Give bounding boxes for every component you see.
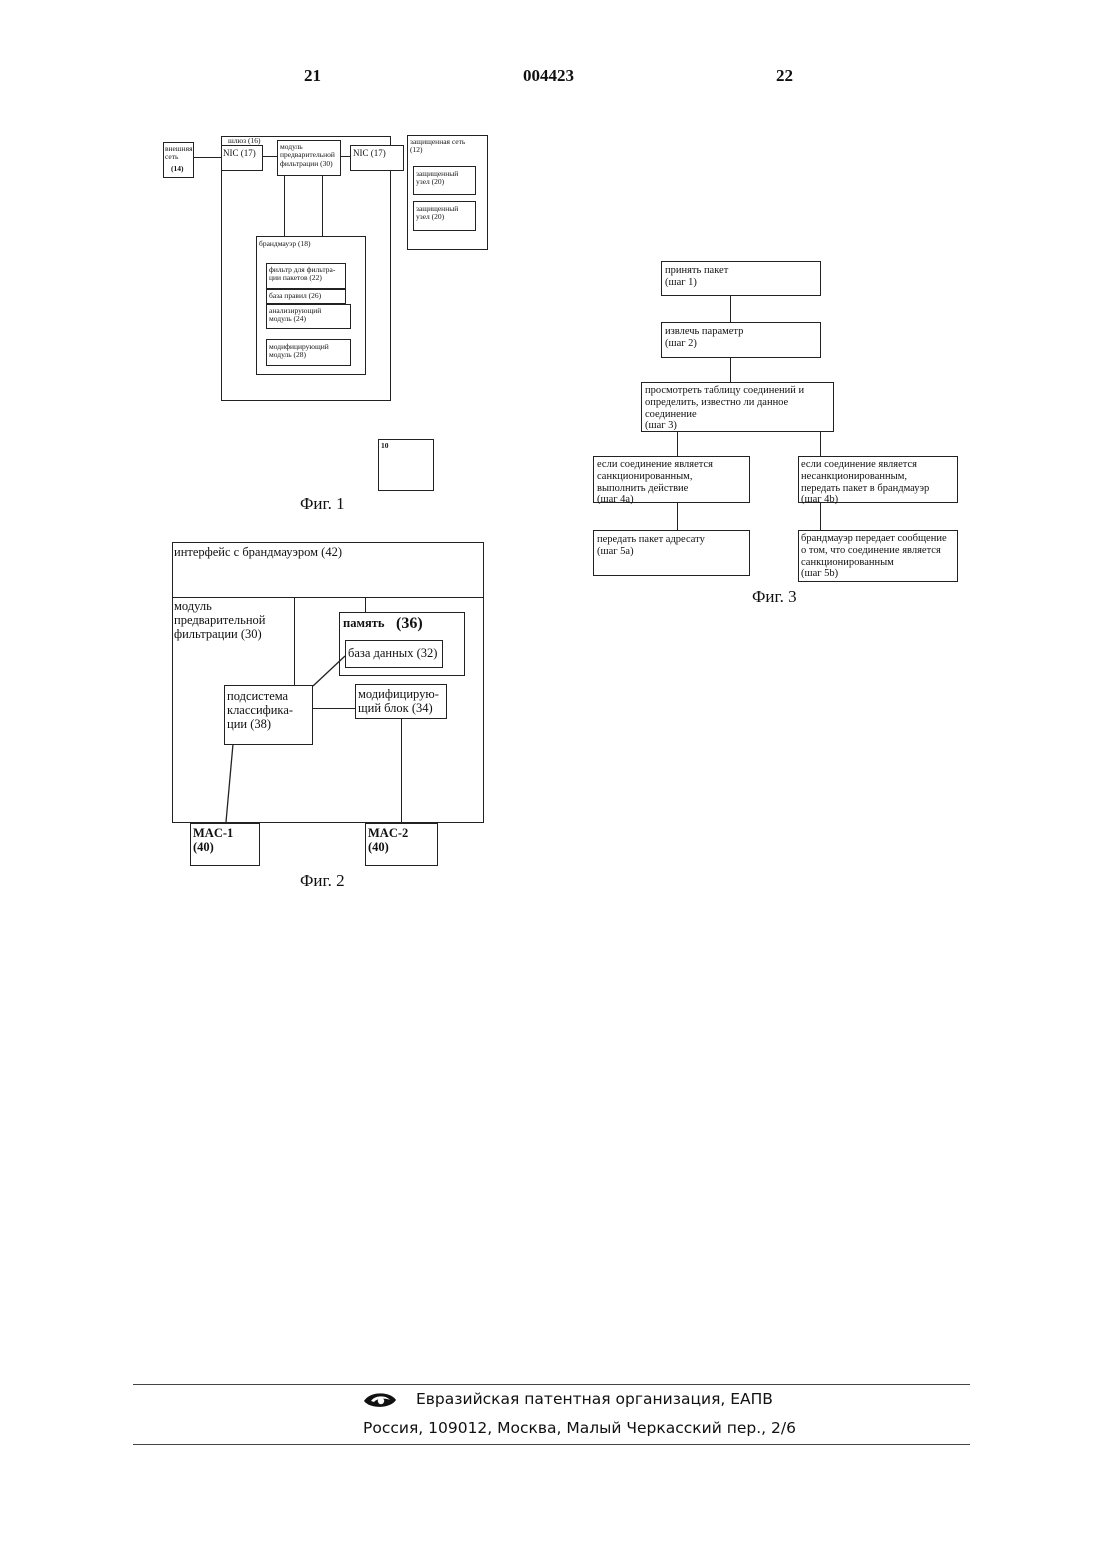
step-5a-box: передать пакет адресату (шаг 5а)	[593, 530, 750, 576]
step-3-box: просмотреть таблицу соединений и определ…	[641, 382, 834, 432]
eapo-logo-icon	[362, 1389, 398, 1416]
figure-2-connectors	[0, 0, 1100, 900]
step-2-label: извлечь параметр (шаг 2)	[665, 326, 743, 350]
step-4b-box: если соединение является несанкционирова…	[798, 456, 958, 503]
step-5b-label: брандмауэр передает сообщение о том, что…	[801, 533, 947, 580]
mac-1-box: MAC-1 (40)	[190, 823, 260, 866]
step-5b-box: брандмауэр передает сообщение о том, что…	[798, 530, 958, 582]
step-3-label: просмотреть таблицу соединений и определ…	[645, 385, 804, 432]
step-4b-label: если соединение является несанкционирова…	[801, 459, 929, 506]
connector	[820, 503, 821, 531]
modifier-block-label: модифицирую- щий блок (34)	[358, 687, 439, 715]
connector	[401, 719, 402, 823]
step-1-label: принять пакет (шаг 1)	[665, 265, 728, 289]
connector	[730, 358, 731, 383]
step-5a-label: передать пакет адресату (шаг 5а)	[597, 534, 705, 558]
step-2-box: извлечь параметр (шаг 2)	[661, 322, 821, 358]
modifier-block-box: модифицирую- щий блок (34)	[355, 684, 447, 719]
mac-2-box: MAC-2 (40)	[365, 823, 438, 866]
step-1-box: принять пакет (шаг 1)	[661, 261, 821, 296]
connector	[820, 432, 821, 457]
connector	[313, 708, 355, 709]
footer-rule-top	[133, 1384, 970, 1385]
figure-3-caption: Фиг. 3	[752, 587, 797, 606]
mac-2-label: MAC-2 (40)	[368, 826, 408, 854]
connector	[730, 296, 731, 323]
figure-2-caption: Фиг. 2	[300, 871, 345, 890]
classifier-label: подсистема классифика- ции (38)	[227, 689, 293, 731]
footer-rule-bottom	[133, 1444, 970, 1445]
step-4a-label: если соединение является санкционированн…	[597, 459, 713, 506]
footer-organization: Евразийская патентная организация, ЕАПВ	[416, 1390, 773, 1408]
footer-address: Россия, 109012, Москва, Малый Черкасский…	[363, 1419, 796, 1437]
connector	[677, 432, 678, 457]
connector	[677, 503, 678, 531]
step-4a-box: если соединение является санкционированн…	[593, 456, 750, 503]
classifier-box: подсистема классифика- ции (38)	[224, 685, 313, 745]
mac-1-label: MAC-1 (40)	[193, 826, 233, 854]
